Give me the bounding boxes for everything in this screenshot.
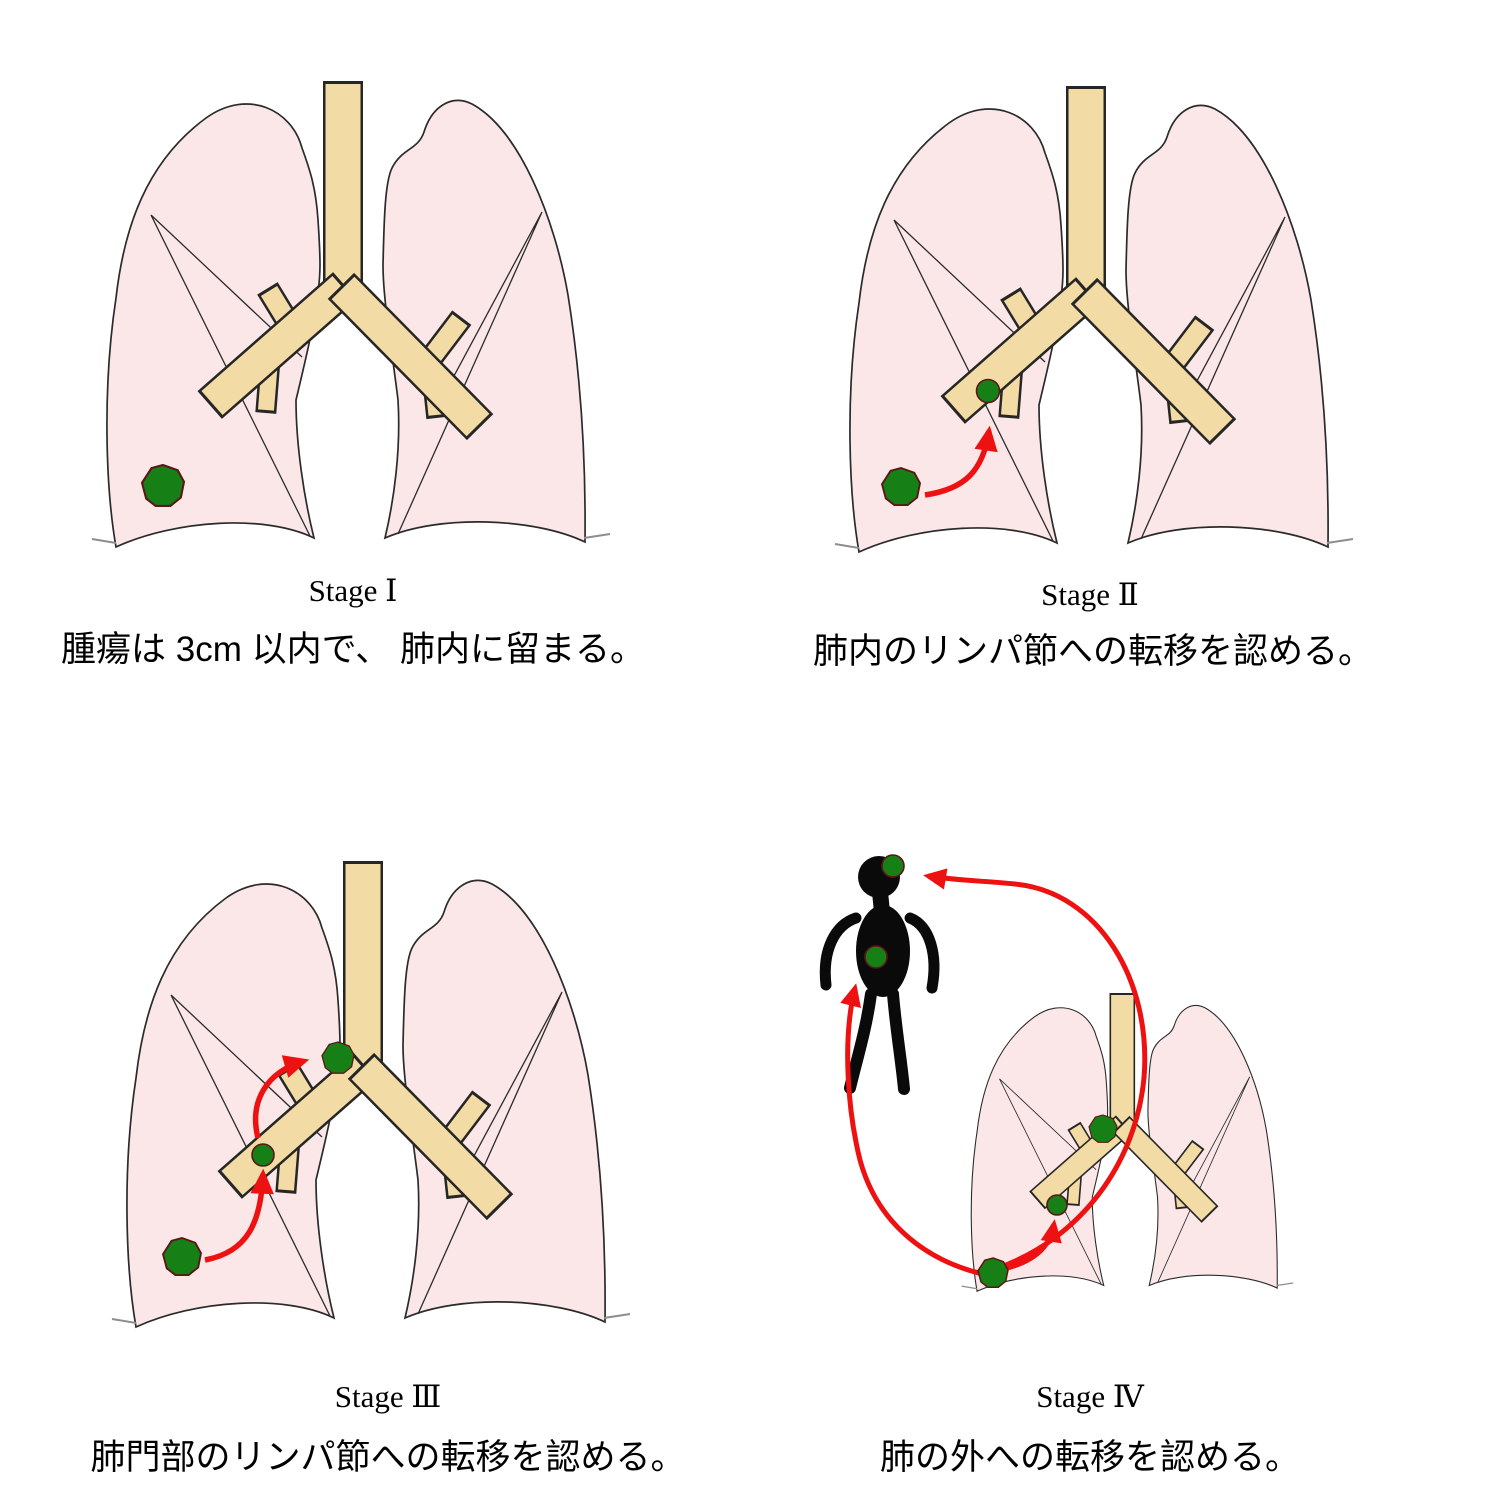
abdominal-metastasis bbox=[864, 945, 888, 969]
metastasis-arrow-to-abdomen bbox=[840, 983, 993, 1279]
stage-4-illustration bbox=[819, 854, 1420, 1340]
stage-3-illustration bbox=[100, 850, 720, 1350]
stage-3-title: Stage Ⅲ bbox=[334, 1379, 442, 1414]
metastasis-arrow bbox=[924, 425, 998, 498]
stage-1-illustration bbox=[80, 70, 700, 570]
figure-right-leg bbox=[887, 988, 910, 1095]
intrapulmonary-lymph-node bbox=[251, 1143, 275, 1167]
stage-2-title: Stage Ⅱ bbox=[1041, 577, 1139, 612]
stage-1-caption: 腫瘍は 3cm 以内で、 肺内に留まる。 bbox=[61, 630, 645, 669]
stage-4-caption: 肺の外への転移を認める。 bbox=[879, 1438, 1300, 1477]
stage-2-caption: 肺内のリンパ節への転移を認める。 bbox=[812, 632, 1373, 671]
intrapulmonary-lymph-node bbox=[1046, 1194, 1068, 1216]
primary-tumor bbox=[162, 1237, 202, 1277]
human-figure bbox=[819, 854, 940, 1095]
metastasis-arrow-to-node bbox=[204, 1168, 274, 1263]
stage-4-title: Stage Ⅳ bbox=[1036, 1379, 1144, 1414]
figure-left-arm bbox=[819, 912, 862, 991]
figure-left-leg bbox=[844, 988, 877, 1094]
stage-3-caption: 肺門部のリンパ節への転移を認める。 bbox=[90, 1438, 686, 1477]
figure-right-arm bbox=[904, 912, 940, 994]
primary-tumor bbox=[140, 463, 186, 508]
stage-1-title: Stage Ⅰ bbox=[308, 573, 398, 608]
metastasis-arrow-to-hilum bbox=[252, 1055, 310, 1139]
intrapulmonary-lymph-node bbox=[975, 378, 1001, 404]
stage-2-illustration bbox=[823, 75, 1443, 575]
primary-tumor bbox=[881, 467, 921, 506]
metastasis-arrow-to-head bbox=[923, 868, 1148, 1271]
primary-tumor bbox=[977, 1257, 1009, 1288]
brain-metastasis bbox=[881, 854, 905, 878]
